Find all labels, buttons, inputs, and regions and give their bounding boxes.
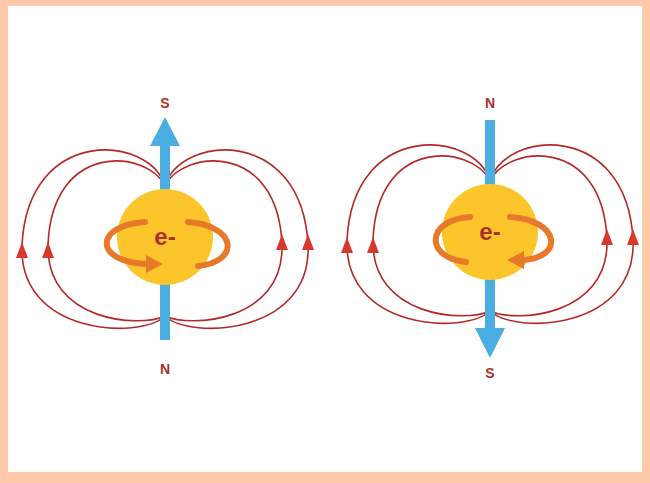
spin-rotation	[107, 222, 148, 264]
pole-label: N	[485, 95, 495, 111]
rotation-arrowhead	[507, 251, 524, 269]
electron-label: e-	[479, 218, 500, 246]
spin-arrowhead	[475, 328, 505, 358]
spin-rotation	[510, 217, 551, 260]
pole-label: S	[160, 95, 169, 111]
background-panel	[8, 6, 642, 472]
spin-rotation	[188, 222, 228, 266]
electron-circle	[117, 189, 213, 285]
spin-rotation	[436, 217, 470, 262]
electron-node: e-	[442, 184, 538, 280]
rotation-arrowhead	[146, 255, 163, 273]
pole-label: N	[160, 361, 170, 377]
electron-node: e-	[117, 189, 213, 285]
spin-arrowhead	[150, 117, 180, 146]
electron-circle	[442, 184, 538, 280]
pole-label: S	[485, 365, 494, 381]
electron-label: e-	[154, 223, 175, 251]
